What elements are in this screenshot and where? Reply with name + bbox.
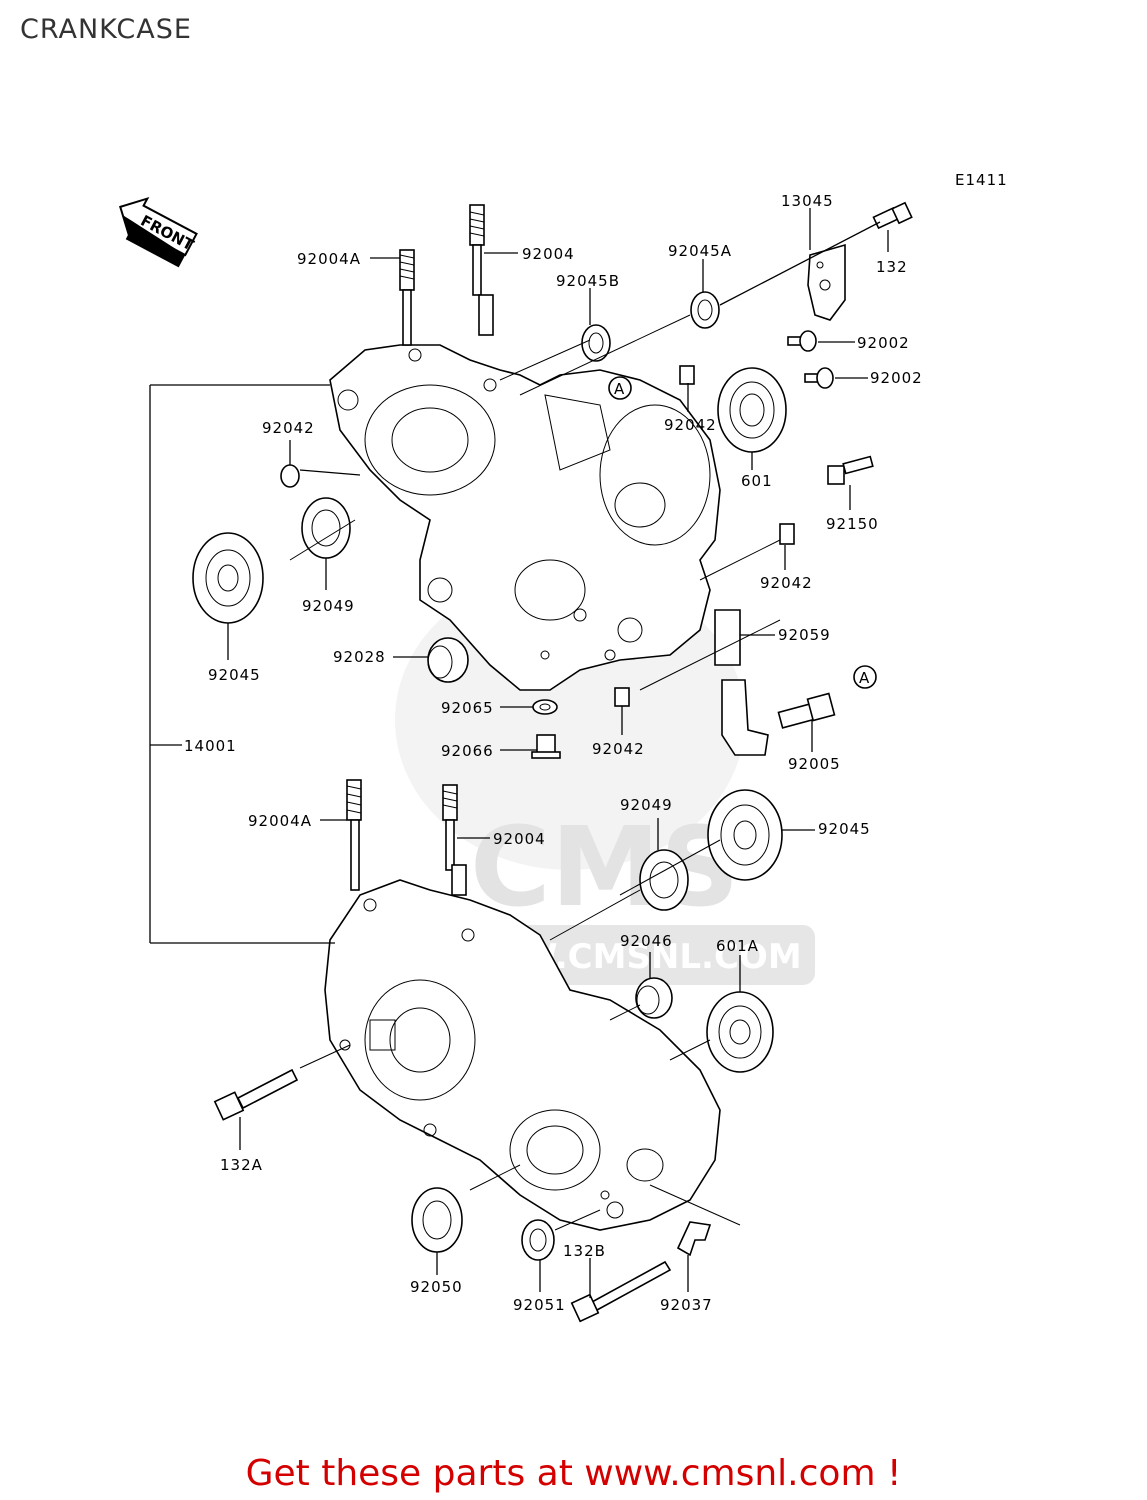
stud-92004-lower [442,784,467,896]
hose-92059 [714,609,769,756]
callout-92002-a: 92002 [857,334,910,352]
callout-92004-bottom: 92004 [493,830,546,848]
bolt-132A [213,1068,299,1121]
bearing-601 [717,367,787,453]
plug-92066 [531,734,561,759]
front-arrow-icon: FRONT [119,196,198,268]
lower-crankcase-half [324,879,721,1231]
callout-132A: 132A [220,1156,263,1174]
callout-labels: 92004A 92004 92045B 92045A 13045 132 920… [184,192,923,1314]
callout-92049-top: 92049 [302,597,355,615]
callout-92045B: 92045B [556,272,620,290]
leader-lines [149,208,889,1298]
washer-92065 [532,699,558,715]
callout-92046: 92046 [620,932,673,950]
bolt-132 [872,201,913,230]
svg-text:A: A [614,380,625,398]
callout-92150: 92150 [826,515,879,533]
fitting-92150 [827,455,874,485]
callout-92050: 92050 [410,1278,463,1296]
callout-92002-b: 92002 [870,369,923,387]
callout-92004A-top: 92004A [297,250,361,268]
stud-92004-upper [469,204,494,336]
screw-92002-a [787,330,817,352]
callout-92004-top: 92004 [522,245,575,263]
clamp-92037 [676,1221,712,1257]
callout-92042-right: 92042 [760,574,813,592]
dowel-92042-mid [679,365,695,385]
bearing-92045-left [192,532,264,624]
seal-92049-upper [301,497,351,559]
dowel-92042-low [614,687,630,707]
callout-92066: 92066 [441,742,494,760]
bearing-601A [706,991,774,1073]
dowel-92042-right [779,523,795,545]
callout-132: 132 [876,258,908,276]
callout-92037: 92037 [660,1296,713,1314]
callout-601: 601 [741,472,773,490]
callout-14001: 14001 [184,737,237,755]
seal-92050 [411,1187,463,1253]
dowel-92042-left [280,464,300,488]
callout-13045: 13045 [781,192,834,210]
seal-92051 [521,1219,555,1261]
callout-92028: 92028 [333,648,386,666]
callout-92042-mid: 92042 [664,416,717,434]
callout-92049-bottom: 92049 [620,796,673,814]
bearing-92045A [690,291,720,329]
callout-601A: 601A [716,937,759,955]
callout-92045-left: 92045 [208,666,261,684]
bolt-132B [570,1260,672,1323]
upper-crankcase-half [329,344,721,691]
bushing-92028 [427,637,469,683]
bearing-92045-right [707,789,783,881]
callout-92045-right: 92045 [818,820,871,838]
callout-92005: 92005 [788,755,841,773]
callout-92065: 92065 [441,699,494,717]
stud-92004A-lower [346,779,362,891]
reference-marker-a-upper: A [608,376,632,400]
callout-92042-left: 92042 [262,419,315,437]
callout-132B: 132B [563,1242,606,1260]
bracket-13045 [807,243,846,321]
screw-92002-b [804,367,834,389]
callout-92051: 92051 [513,1296,566,1314]
diagram-code: E1411 [955,171,1008,189]
watermark-logo: CMS [470,803,739,931]
callout-92045A: 92045A [668,242,732,260]
callout-92059: 92059 [778,626,831,644]
reference-marker-a-lower: A [853,665,877,689]
stud-92004A-upper [399,249,415,346]
bearing-92045B [581,324,611,362]
seal-92049-lower [639,849,689,911]
cta-link[interactable]: Get these parts at www.cmsnl.com ! [245,1453,902,1494]
svg-text:A: A [859,669,870,687]
callout-92042-low: 92042 [592,740,645,758]
fitting-92005 [777,692,836,729]
callout-92004A-bottom: 92004A [248,812,312,830]
needle-bearing-92046 [635,977,673,1019]
page-title: CRANKCASE [20,14,192,45]
